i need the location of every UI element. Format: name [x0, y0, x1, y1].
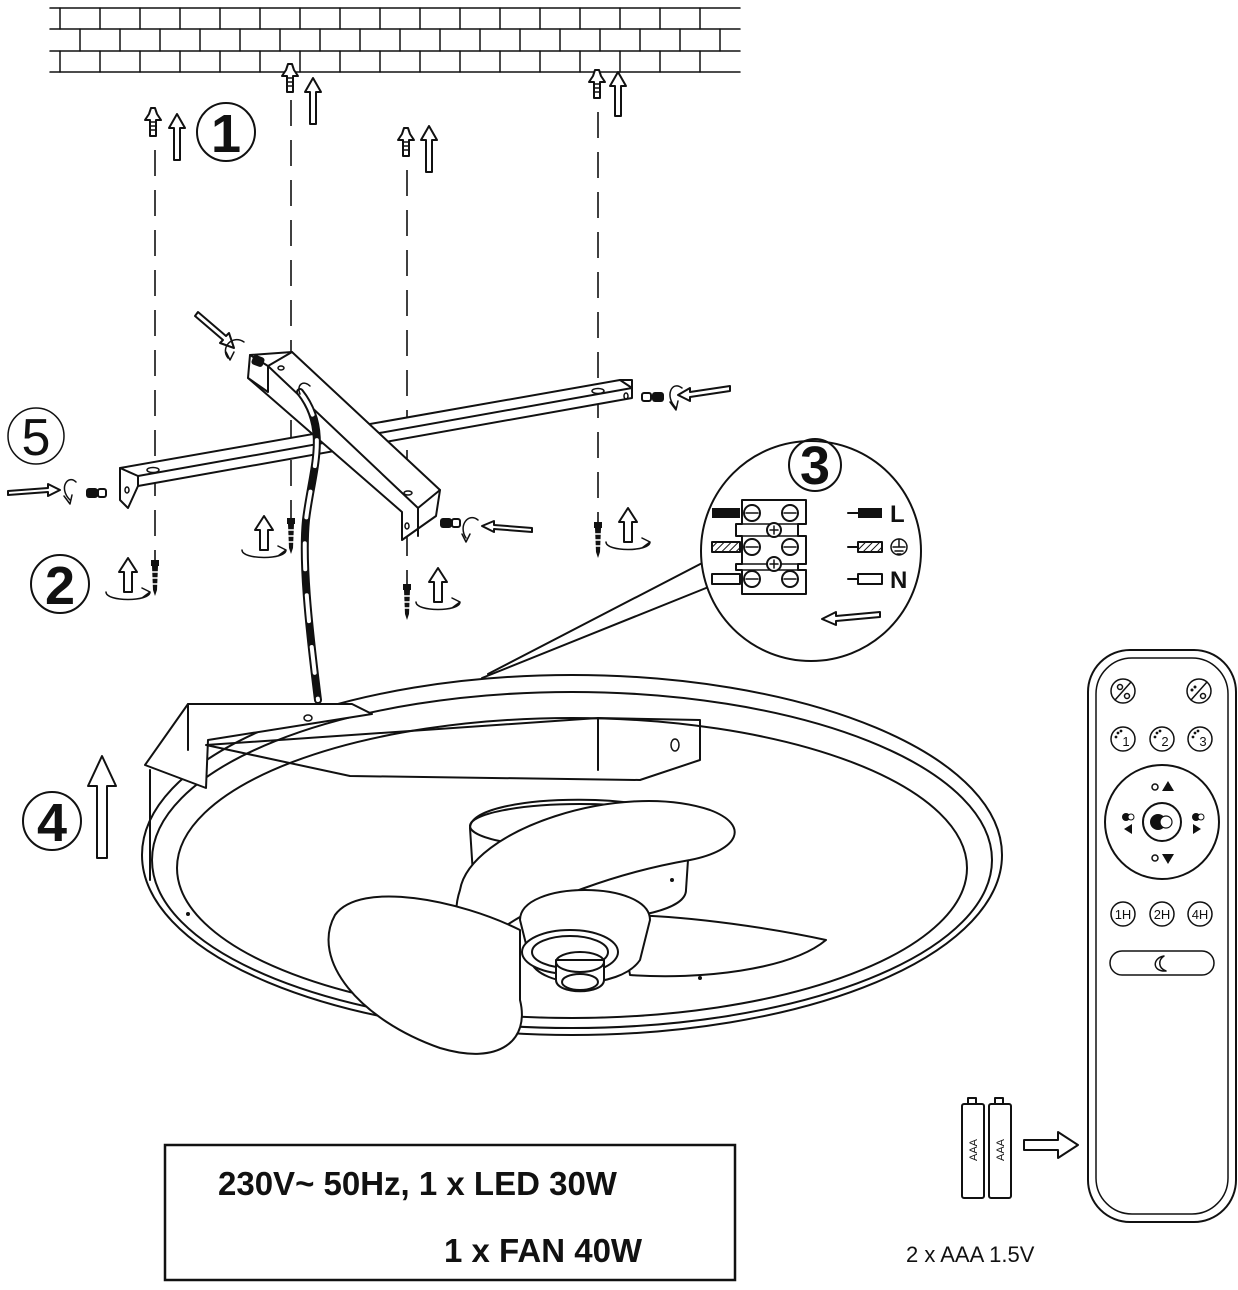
batteries: AAA AAA 2 x AAA 1.5V [906, 1097, 1079, 1267]
color-temp-left-icon [1122, 813, 1135, 834]
screw-top [251, 355, 265, 367]
ceiling-fan [141, 674, 1003, 1055]
alignment-lines [154, 100, 599, 590]
mains-cable [296, 382, 322, 704]
svg-text:AAA: AAA [995, 1138, 1007, 1161]
svg-text:4: 4 [37, 793, 67, 853]
svg-text:2: 2 [45, 556, 75, 616]
timer-button-2h: 2H [1149, 901, 1175, 927]
timer-button-label: 4H [1192, 907, 1209, 922]
up-arrow-2 [304, 77, 322, 125]
insert-battery-arrow [1023, 1131, 1079, 1159]
wall-plug-1 [144, 107, 162, 137]
svg-text:5: 5 [22, 409, 51, 467]
push-arrow-left [7, 483, 61, 497]
speed-button-2: 2 [1149, 726, 1175, 752]
rotate-arrow-right [669, 385, 683, 411]
svg-text:L: L [890, 501, 905, 528]
wiring-detail: 3 L [481, 436, 922, 679]
wall-plug-3 [397, 127, 415, 157]
rotate-arrow-middle [461, 517, 479, 543]
color-temp-right-icon [1192, 813, 1205, 834]
timer-button-label: 2H [1154, 907, 1171, 922]
night-mode-button [1109, 950, 1215, 976]
rotate-up-arrow-d [605, 507, 651, 551]
terminal-block [735, 499, 807, 595]
wire-live: L [847, 501, 905, 528]
screw-2a [151, 560, 159, 596]
battery-2: AAA [988, 1097, 1012, 1199]
timer-button-1h: 1H [1110, 901, 1136, 927]
ceiling-brick [49, 7, 741, 73]
speed-button-label: 2 [1161, 734, 1168, 749]
svg-text:3: 3 [800, 436, 830, 496]
up-arrow-4 [609, 71, 627, 117]
step-5-badge: 5 [7, 407, 65, 467]
brightness-down-icon [1151, 854, 1174, 864]
wall-plug-4 [588, 69, 606, 99]
spec-box: 230V~ 50Hz, 1 x LED 30W 1 x FAN 40W [163, 1143, 737, 1282]
light-power-icon [1110, 678, 1136, 704]
color-temp-icon [1150, 814, 1173, 830]
svg-text:1: 1 [211, 104, 241, 164]
earth-ground-icon [890, 538, 908, 556]
step-3-badge: 3 [788, 436, 842, 496]
lift-arrow [87, 755, 117, 859]
rotate-up-arrow-a [105, 557, 151, 601]
moon-night-icon [1154, 955, 1167, 972]
push-arrow-middle [481, 520, 533, 533]
wall-plug-group [144, 63, 627, 173]
timer-button-label: 1H [1115, 907, 1132, 922]
mounting-bracket [119, 351, 633, 541]
push-arrow-right [677, 385, 731, 402]
step-4-badge: 4 [22, 791, 82, 853]
bracket-screw-group [7, 311, 731, 543]
up-arrow-3 [420, 125, 438, 173]
spec-line-1: 230V~ 50Hz, 1 x LED 30W [218, 1165, 618, 1202]
step-2-badge: 2 [30, 554, 90, 616]
fan-power-icon [1186, 678, 1212, 704]
wire-neutral: N [847, 567, 907, 594]
wire-earth [847, 538, 908, 556]
rotate-arrow-top [224, 338, 245, 361]
direction-pad [1104, 764, 1220, 880]
wall-plug-2 [281, 63, 299, 93]
ceiling-screws [105, 507, 651, 620]
screw-2c [403, 584, 411, 620]
timer-button-4h: 4H [1187, 901, 1213, 927]
rotate-arrow-left [63, 479, 77, 505]
rotate-up-arrow-c [415, 567, 461, 611]
speed-button-label: 3 [1199, 734, 1206, 749]
up-arrow-1 [168, 113, 186, 161]
rotate-up-arrow-b [241, 515, 287, 559]
insert-arrow [821, 611, 881, 626]
speed-button-1: 1 [1110, 726, 1136, 752]
spec-line-2: 1 x FAN 40W [444, 1232, 643, 1269]
step-1-badge: 1 [196, 102, 256, 164]
fan-blade-3 [619, 914, 827, 978]
screw-2b [287, 518, 295, 554]
svg-text:N: N [890, 567, 907, 594]
screw-middle [440, 518, 461, 528]
speed-button-label: 1 [1122, 734, 1129, 749]
brightness-up-icon [1151, 781, 1174, 791]
screw-left [86, 488, 107, 498]
battery-label: 2 x AAA 1.5V [906, 1242, 1035, 1267]
svg-text:AAA: AAA [968, 1138, 980, 1161]
speed-button-3: 3 [1187, 726, 1213, 752]
battery-1: AAA [961, 1097, 985, 1199]
fan-blade-2 [327, 895, 523, 1055]
screw-2d [594, 522, 602, 558]
screw-right [641, 392, 664, 402]
